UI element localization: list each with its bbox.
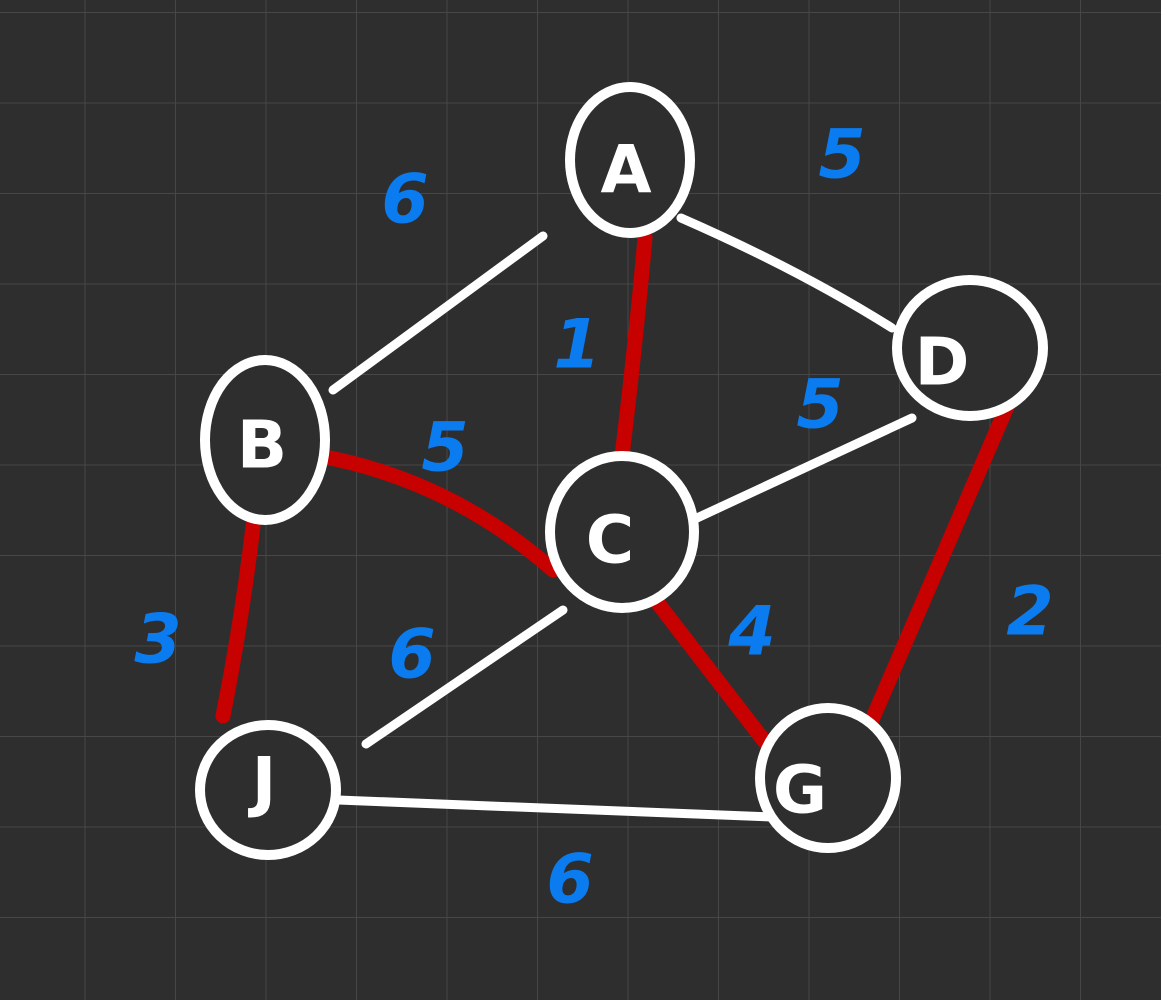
edge-b-c [312,448,561,578]
weight-e-f: 6 [546,841,593,920]
node-e: J [195,720,341,860]
edge-c-f [632,572,773,750]
node-c-label: C [586,502,634,579]
node-f: G [755,703,901,853]
weight-b-c: 5 [421,409,468,488]
weight-a-c: 1 [553,306,600,385]
node-b-label: B [237,407,287,484]
weight-a-b: 6 [381,161,428,240]
weight-c-f: 4 [727,593,775,672]
edge-a-b [328,231,548,395]
weight-d-f: 2 [1006,573,1053,652]
node-d-label: D [915,324,970,401]
node-f-label: G [773,752,827,829]
weight-c-e: 6 [388,616,435,695]
edge-a-d [676,213,897,333]
weight-c-d: 5 [796,366,843,445]
node-a-label: A [600,132,651,209]
node-a: A [565,82,695,238]
node-d: D [892,275,1048,421]
node-c: C [545,451,699,613]
edge-c-e [361,605,568,749]
edge-d-f [864,380,1023,728]
edge-b-e [215,518,261,724]
weight-a-d: 5 [818,116,865,195]
node-b: B [200,355,330,525]
edge-e-f [333,795,777,822]
edge-c-d [692,413,917,523]
edge-a-c [614,230,653,464]
weight-b-e: 3 [134,601,181,680]
node-e-label: J [248,744,277,821]
